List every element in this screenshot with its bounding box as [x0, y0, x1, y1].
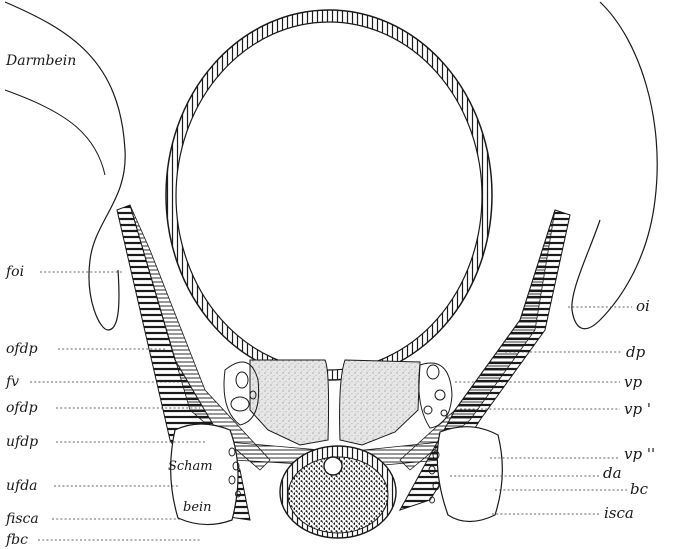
- left-iliac-inner: [5, 90, 105, 175]
- label-fv: fv: [5, 374, 19, 390]
- right-stipple-region: [340, 360, 420, 445]
- label-vp: vp: [624, 373, 642, 391]
- label-schambein-bottom: bein: [183, 500, 212, 515]
- right-iliac-outline: [572, 2, 657, 329]
- label-vp-prime: vp ': [624, 400, 651, 418]
- label-ofdp-1: ofdp: [6, 341, 38, 357]
- label-oi: oi: [636, 297, 650, 315]
- left-stipple-region: [250, 360, 329, 445]
- label-vp-double: vp '': [624, 445, 655, 463]
- label-da: da: [603, 464, 622, 482]
- label-ufda: ufda: [6, 478, 38, 494]
- label-darmbein: Darmbein: [5, 53, 76, 69]
- right-pubic-bone: [437, 427, 502, 522]
- label-ufdp: ufdp: [6, 434, 38, 450]
- label-fbc: fbc: [5, 532, 28, 548]
- left-iliac-outline: [5, 2, 125, 330]
- label-dp: dp: [626, 343, 646, 361]
- label-foi: foi: [5, 264, 24, 280]
- label-bc: bc: [630, 480, 649, 498]
- urethra: [324, 457, 342, 475]
- label-schambein-top: Scham: [168, 459, 213, 474]
- label-ofdp-2: ofdp: [6, 400, 38, 416]
- bladder-lumen: [176, 22, 482, 370]
- label-isca: isca: [604, 504, 634, 522]
- label-fisca: fisca: [5, 511, 39, 527]
